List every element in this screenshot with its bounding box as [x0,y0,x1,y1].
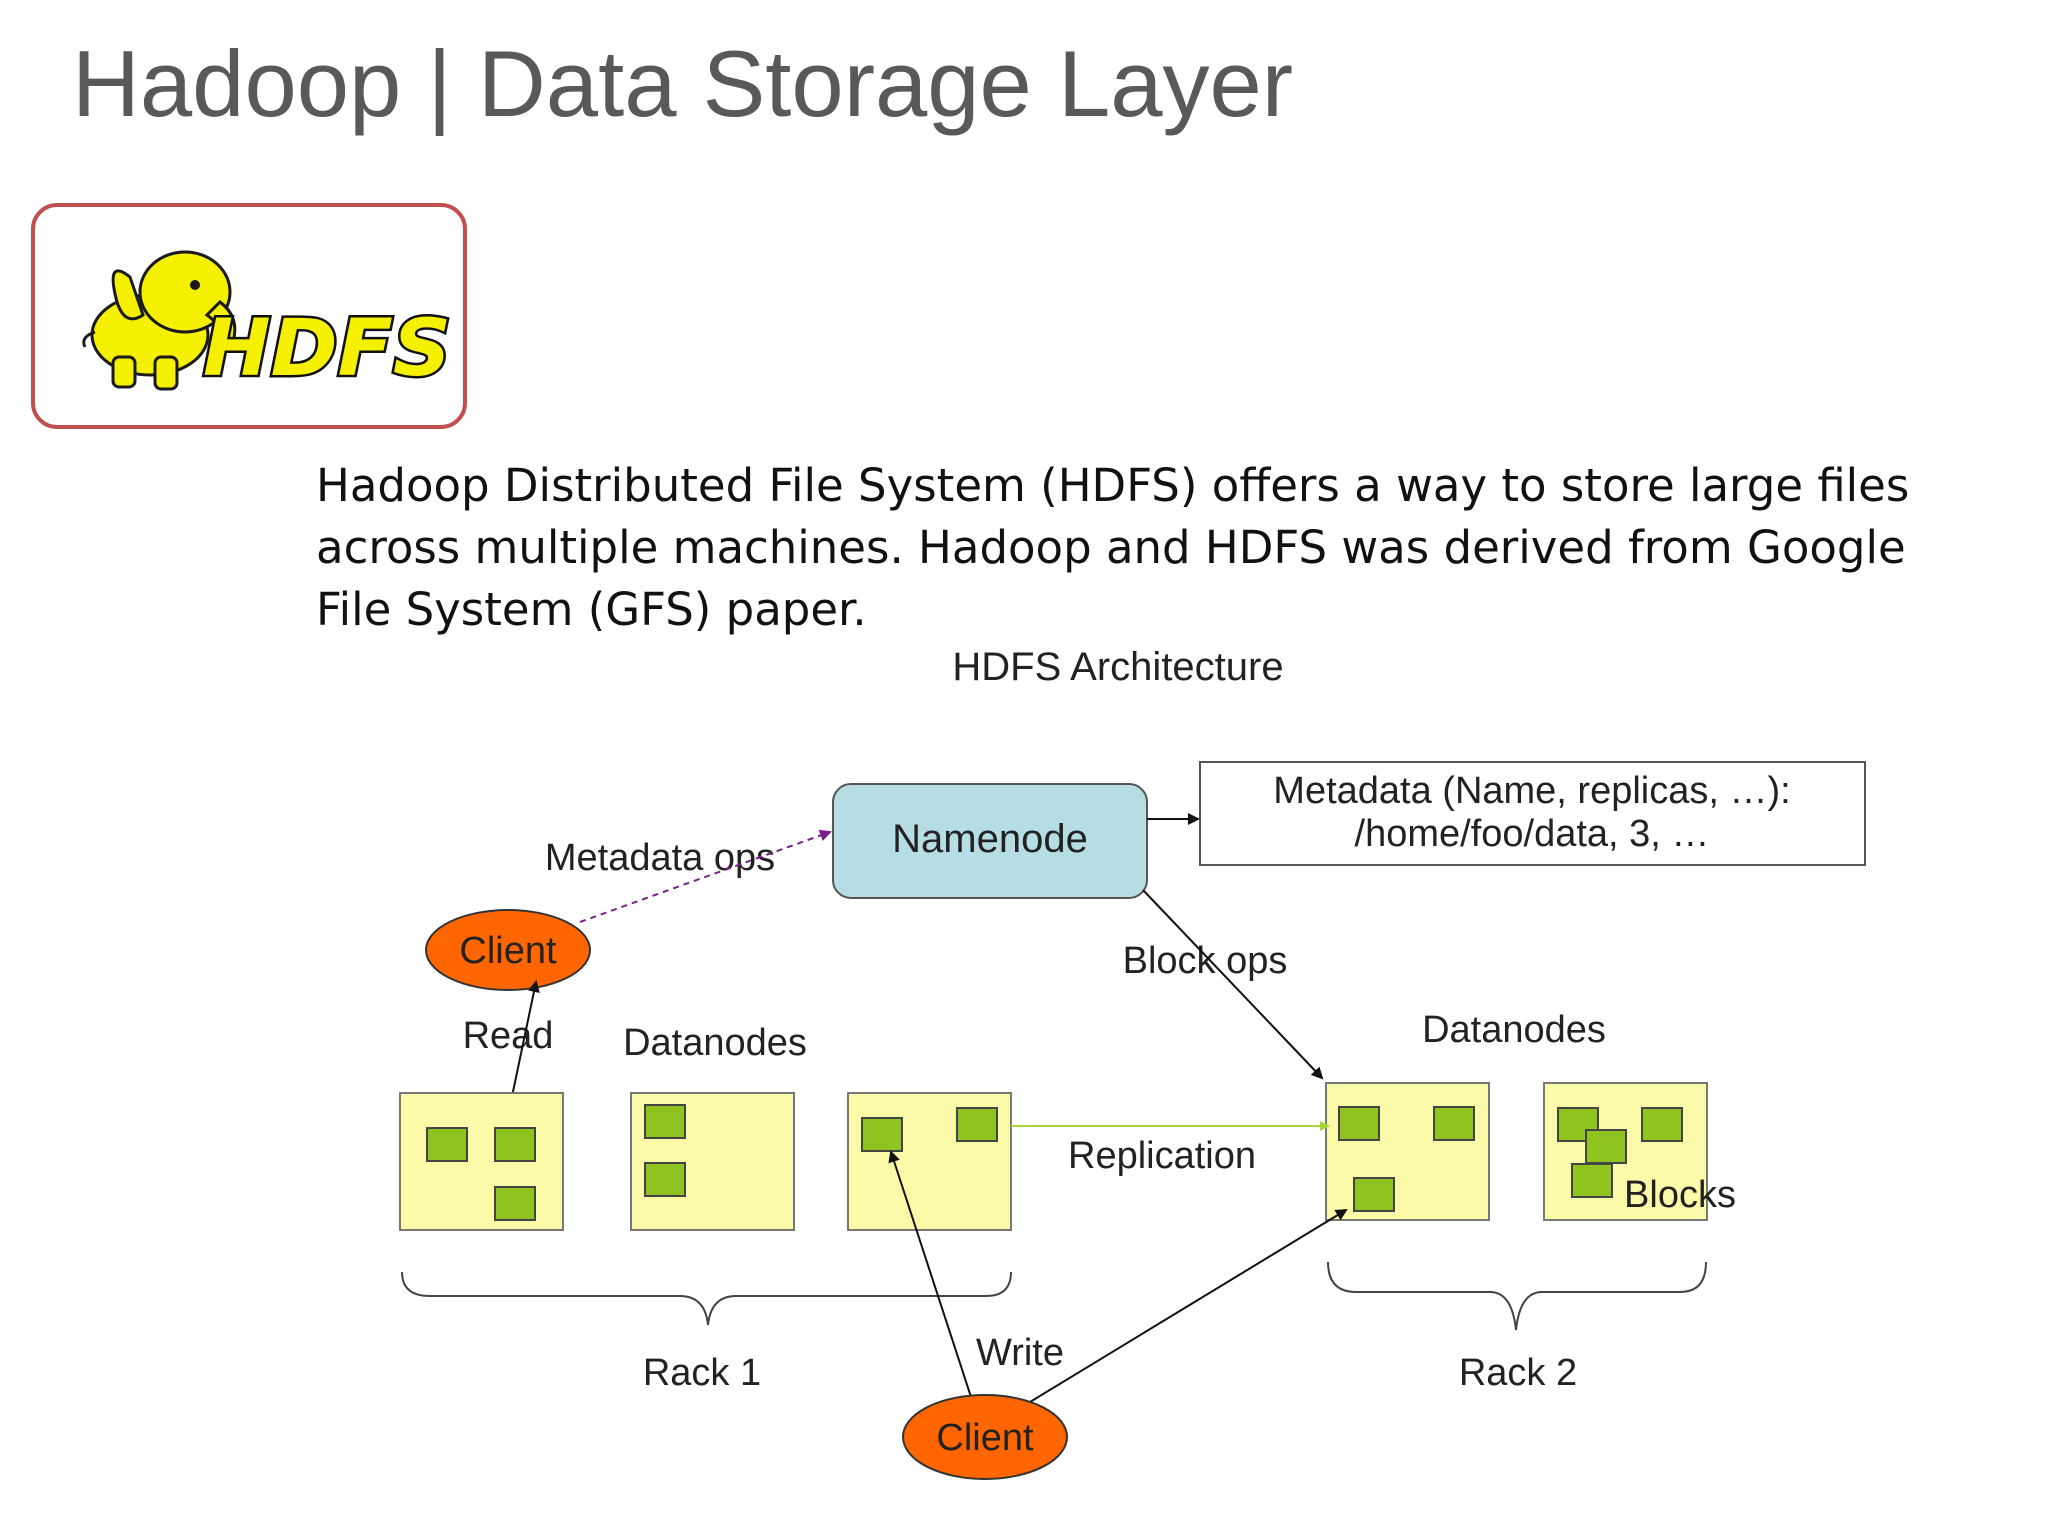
block [861,1117,903,1152]
hdfs-logo: HDFS [31,203,467,429]
metadata-line2: /home/foo/data, 3, … [1355,813,1710,855]
slide-title: Hadoop | Data Storage Layer [72,31,1294,136]
blocks-label: Blocks [1624,1174,1736,1216]
datanode-3 [847,1092,1012,1231]
block [494,1186,536,1221]
read-label: Read [463,1015,554,1057]
metadata-box [1199,761,1866,866]
rack1-brace [401,1271,1012,1326]
block [956,1107,998,1142]
client-top-node [425,909,591,991]
block [1571,1163,1613,1198]
rack1-label: Rack 1 [643,1352,761,1394]
rack2-brace [1327,1261,1707,1331]
metadata-ops-label: Metadata ops [545,837,775,879]
block [1641,1107,1683,1142]
write-arrow-rack2 [1029,1208,1348,1403]
namenode-label: Namenode [892,817,1088,861]
namenode-box [832,783,1148,899]
replication-label: Replication [1068,1135,1256,1177]
read-arrow [509,980,540,1107]
block [1433,1106,1475,1141]
client-bottom-label: Client [936,1417,1034,1459]
elephant-logo-icon: HDFS [82,250,454,397]
datanodes-right-label: Datanodes [1422,1009,1606,1051]
datanode-1 [399,1092,564,1231]
metadata-line1: Metadata (Name, replicas, …): [1273,770,1790,812]
block-ops-label: Block ops [1123,940,1288,982]
datanodes-left-label: Datanodes [623,1022,807,1064]
block [426,1127,468,1162]
block [644,1162,686,1197]
client-bottom-node [902,1394,1068,1480]
block-ops-arrow [1142,889,1324,1080]
block [1585,1129,1627,1164]
block [1338,1106,1380,1141]
hdfs-description: Hadoop Distributed File System (HDFS) of… [316,459,1910,636]
datanode-4 [1325,1082,1490,1221]
block [1557,1107,1599,1142]
datanode-5 [1543,1082,1708,1221]
write-label: Write [976,1332,1064,1374]
write-arrow-rack1 [888,1150,973,1401]
block [644,1104,686,1139]
rack2-label: Rack 2 [1459,1352,1577,1394]
client-top-label: Client [459,930,557,972]
metadata-ops-arrow [579,829,832,923]
block [1353,1177,1395,1212]
logo-text: HDFS [203,304,451,394]
diagram-title: HDFS Architecture [952,645,1283,689]
block [494,1127,536,1162]
datanode-2 [630,1092,795,1231]
